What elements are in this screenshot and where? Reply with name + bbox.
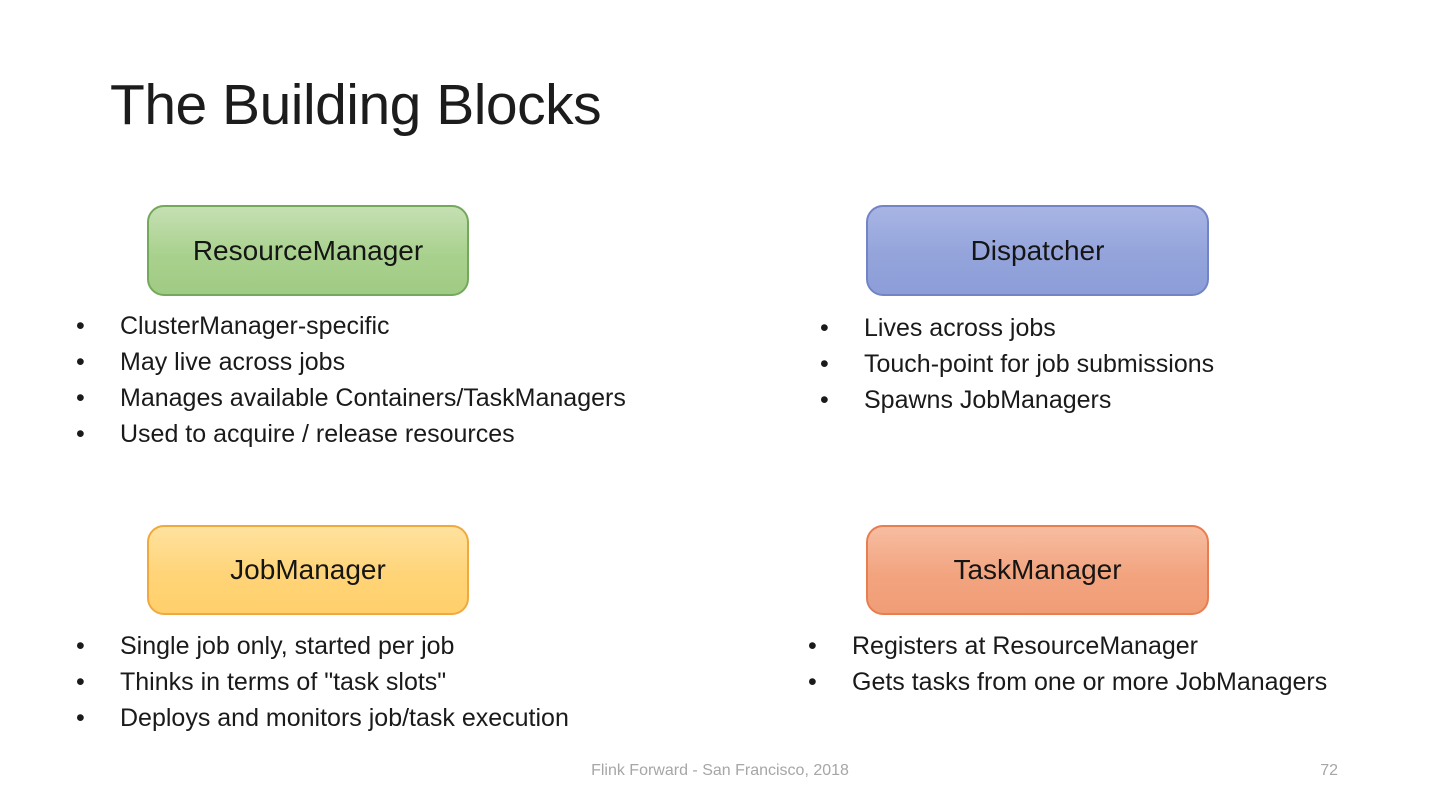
component-box-taskmanager: TaskManager [866, 525, 1209, 615]
slide-title: The Building Blocks [110, 73, 602, 137]
component-label: Dispatcher [970, 234, 1105, 266]
bullet-item: Lives across jobs [818, 310, 1378, 346]
component-label: TaskManager [953, 554, 1122, 585]
bullet-item: Gets tasks from one or more JobManagers [806, 664, 1426, 700]
component-label: JobManager [230, 554, 386, 585]
bullet-item: Single job only, started per job [74, 628, 694, 664]
component-box-jobmanager: JobManager [147, 525, 469, 615]
bullet-list-taskmanager: Registers at ResourceManager Gets tasks … [806, 628, 1426, 700]
bullet-item: Thinks in terms of "task slots" [74, 664, 694, 700]
component-label: ResourceManager [192, 234, 424, 266]
bullet-item: Spawns JobManagers [818, 382, 1378, 418]
page-number: 72 [1320, 762, 1338, 779]
bullet-item: Touch-point for job submissions [818, 346, 1378, 382]
bullet-item: May live across jobs [74, 344, 734, 380]
bullet-list-dispatcher: Lives across jobs Touch-point for job su… [818, 310, 1378, 418]
bullet-item: Used to acquire / release resources [74, 416, 734, 452]
bullet-list-jobmanager: Single job only, started per job Thinks … [74, 628, 694, 736]
component-box-dispatcher: Dispatcher [866, 205, 1209, 296]
component-box-resourcemanager: ResourceManager [147, 205, 469, 296]
bullet-item: Deploys and monitors job/task execution [74, 700, 694, 736]
bullet-item: ClusterManager-specific [74, 308, 734, 344]
bullet-item: Manages available Containers/TaskManager… [74, 380, 734, 416]
bullet-list-resourcemanager: ClusterManager-specific May live across … [74, 308, 734, 452]
footer-text: Flink Forward - San Francisco, 2018 [591, 762, 849, 779]
bullet-item: Registers at ResourceManager [806, 628, 1426, 664]
